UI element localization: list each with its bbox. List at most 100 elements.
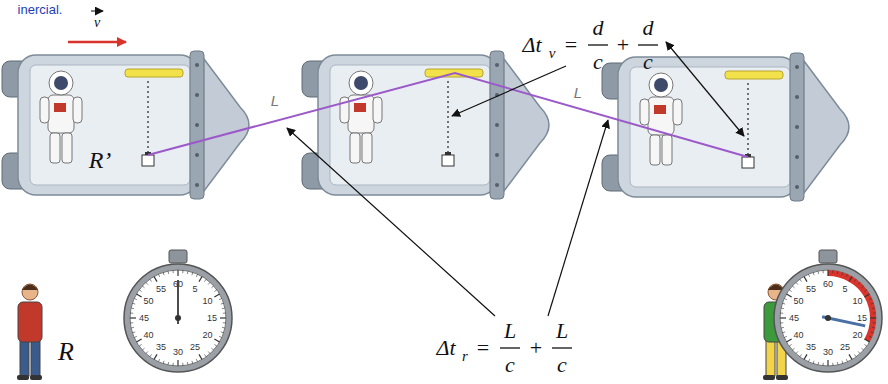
figure-label: L <box>504 320 516 342</box>
tick-mark <box>864 339 869 342</box>
tick-mark <box>808 274 809 277</box>
tick-mark <box>199 276 202 281</box>
tick-mark <box>841 272 843 275</box>
tick-mark <box>154 276 157 281</box>
rivet <box>195 183 199 187</box>
stopwatch-pin <box>825 315 831 321</box>
dial-number: 40 <box>794 331 804 340</box>
tick-mark <box>832 270 833 273</box>
figure-label: d <box>643 17 654 39</box>
spaceship <box>302 51 549 199</box>
tick-mark <box>211 286 213 288</box>
figure-label: c <box>505 354 515 376</box>
tick-mark <box>792 348 794 350</box>
tick-mark <box>822 363 823 366</box>
observer <box>17 284 42 380</box>
astronaut-arm <box>673 99 682 125</box>
mirror <box>125 69 183 77</box>
dial-number: 5 <box>192 284 197 293</box>
fraction-bar <box>588 44 608 45</box>
tick-mark <box>781 308 784 310</box>
rivet <box>195 123 199 127</box>
tick-mark <box>130 312 133 313</box>
tick-mark <box>154 354 157 359</box>
tick-mark <box>800 354 802 356</box>
figure-label: inercial. <box>18 3 63 16</box>
tick-mark <box>130 322 133 323</box>
figure-label: L <box>556 320 568 342</box>
astronaut-panel <box>354 103 366 112</box>
figure-label: R <box>58 339 74 365</box>
fraction-bar <box>500 347 520 348</box>
tick-mark <box>872 327 875 329</box>
tick-mark <box>786 339 791 342</box>
observer-hair <box>22 285 38 291</box>
tick-mark <box>873 322 876 323</box>
tick-mark <box>871 331 874 333</box>
tick-mark <box>131 327 134 329</box>
tick-mark <box>789 290 791 292</box>
observer-shoe <box>776 375 788 380</box>
dial-number: 35 <box>806 343 816 352</box>
tick-mark <box>837 362 839 365</box>
tick-mark <box>150 354 152 356</box>
tick-mark <box>220 317 226 318</box>
tick-mark <box>211 348 213 350</box>
dial-number: 50 <box>144 297 154 306</box>
figure-label: = <box>565 34 577 56</box>
tick-mark <box>818 362 820 365</box>
tick-mark <box>221 331 224 333</box>
ship-cabin <box>330 65 490 185</box>
figure-label: r <box>462 349 468 364</box>
tick-mark <box>182 270 183 273</box>
tick-mark <box>870 317 876 318</box>
dial-number: 25 <box>190 343 200 352</box>
dial-number: 55 <box>806 284 816 293</box>
spaceship <box>602 53 849 201</box>
figure-label: L <box>271 93 279 108</box>
figure-label: v <box>94 16 100 30</box>
tick-mark <box>854 354 856 356</box>
tick-mark <box>134 298 137 299</box>
dial-number: 30 <box>823 348 833 357</box>
tick-mark <box>136 294 141 297</box>
mirror <box>725 71 783 79</box>
tick-mark <box>827 270 828 276</box>
tick-mark <box>789 344 791 346</box>
stopwatch <box>124 250 232 372</box>
tick-mark <box>864 290 866 292</box>
ship-nose <box>204 59 249 191</box>
dial-number: 5 <box>842 284 847 293</box>
tick-mark <box>150 279 152 281</box>
lamp <box>742 157 754 168</box>
rivet <box>795 95 799 99</box>
rivet <box>195 153 199 157</box>
stopwatch-button <box>819 250 837 263</box>
tick-mark <box>196 274 197 277</box>
tick-mark <box>782 331 785 333</box>
stopwatch-face <box>130 270 226 366</box>
figure-label: = <box>477 337 489 359</box>
tick-mark <box>827 360 828 366</box>
tick-mark <box>800 279 802 281</box>
tick-mark <box>146 351 148 353</box>
astronaut-visor <box>354 76 368 90</box>
tick-mark <box>204 279 206 281</box>
tick-mark <box>191 272 193 275</box>
tick-mark <box>208 351 210 353</box>
tick-mark <box>871 303 874 305</box>
rivet <box>795 155 799 159</box>
astronaut-panel <box>654 105 666 114</box>
astronaut-arm <box>373 97 382 123</box>
tick-mark <box>832 363 833 366</box>
astronaut-arm <box>640 99 649 125</box>
tick-mark <box>134 336 137 337</box>
astronaut-leg <box>650 135 660 165</box>
lamp <box>142 155 154 166</box>
tick-mark <box>813 361 815 364</box>
ship-ring <box>490 51 504 199</box>
figure-label: L <box>574 85 582 100</box>
tick-mark <box>132 331 135 333</box>
tick-mark <box>223 312 226 313</box>
